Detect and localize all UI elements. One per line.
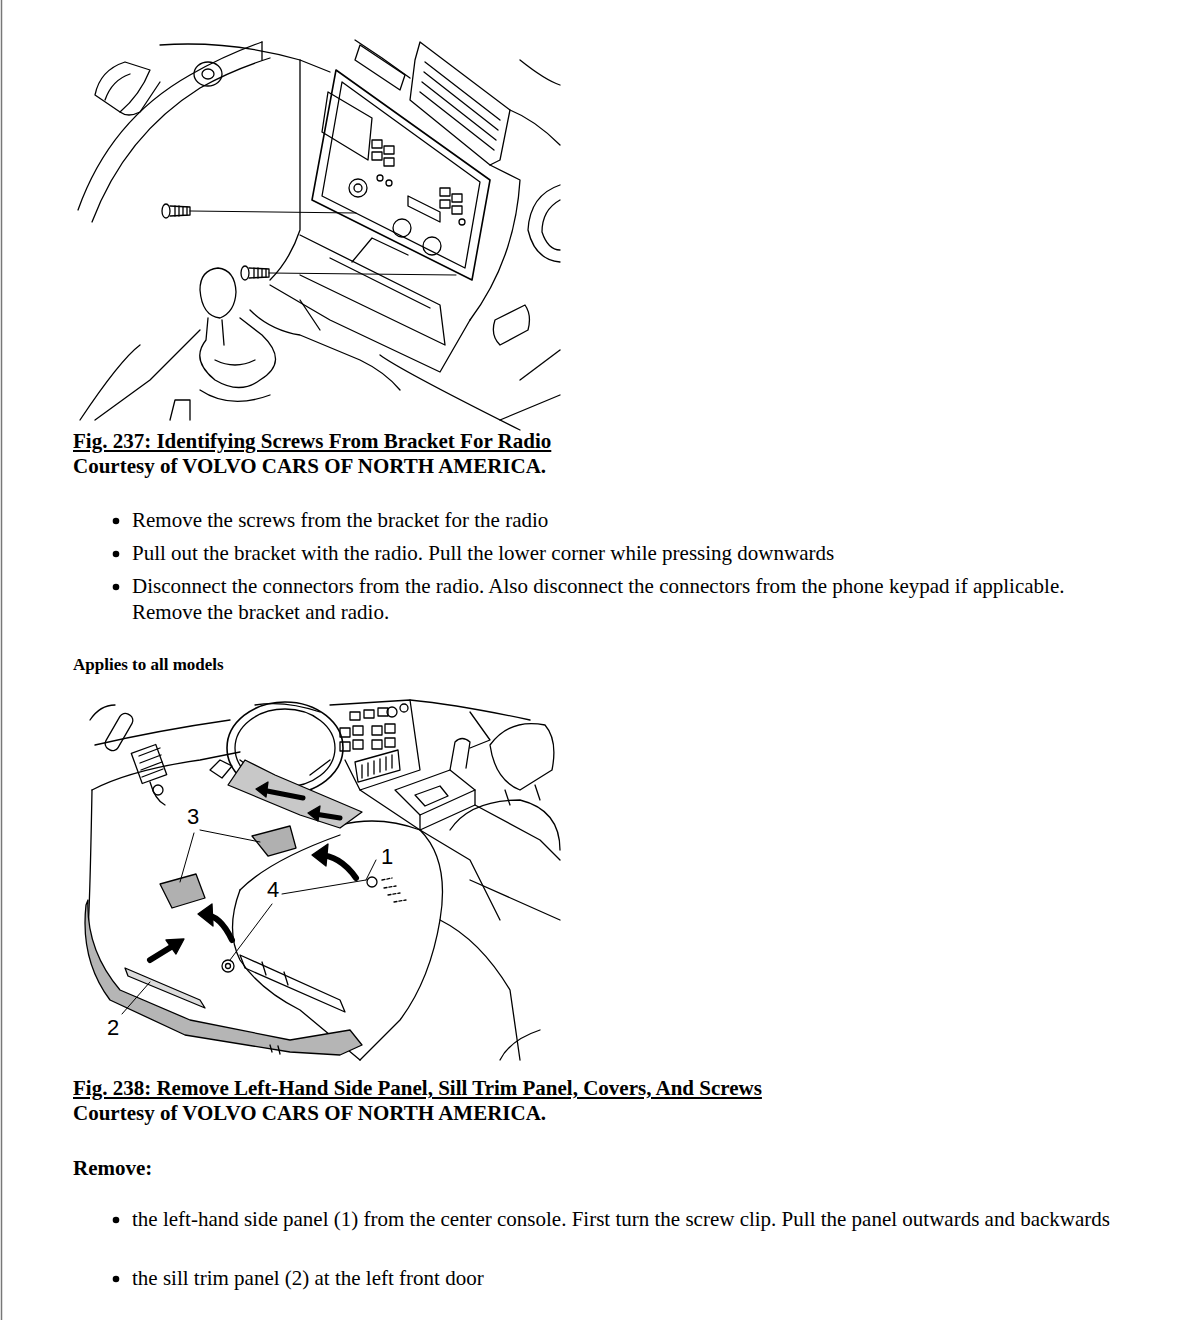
floor-illustration xyxy=(85,700,560,1060)
section-heading: Remove: xyxy=(73,1155,152,1181)
callout-number: 2 xyxy=(106,1016,120,1040)
callout-number: 4 xyxy=(266,878,280,902)
figure-caption: Fig. 237: Identifying Screws From Bracke… xyxy=(73,428,551,454)
radio-illustration xyxy=(78,40,560,430)
leader-line xyxy=(269,273,456,275)
page-border xyxy=(1,0,3,1320)
section-note: Applies to all models xyxy=(73,652,224,678)
figure-caption: Fig. 238: Remove Left-Hand Side Panel, S… xyxy=(73,1075,762,1101)
callout-number: 3 xyxy=(186,805,200,829)
screw-symbol xyxy=(241,266,269,280)
bullet-text: the left-hand side panel (1) from the ce… xyxy=(132,1206,1117,1232)
leader-line xyxy=(190,211,356,213)
figure-credit: Courtesy of VOLVO CARS OF NORTH AMERICA. xyxy=(73,453,546,479)
bullet-text: Disconnect the connectors from the radio… xyxy=(132,573,1092,625)
screw-symbol xyxy=(162,204,190,218)
leader-line xyxy=(122,830,376,1014)
bullet-text: the sill trim panel (2) at the left fron… xyxy=(132,1265,1117,1291)
bullet-text: Remove the screws from the bracket for t… xyxy=(132,507,1122,533)
callout-number: 1 xyxy=(380,845,394,869)
figure-credit: Courtesy of VOLVO CARS OF NORTH AMERICA. xyxy=(73,1100,546,1126)
bullet-text: Pull out the bracket with the radio. Pul… xyxy=(132,540,1122,566)
